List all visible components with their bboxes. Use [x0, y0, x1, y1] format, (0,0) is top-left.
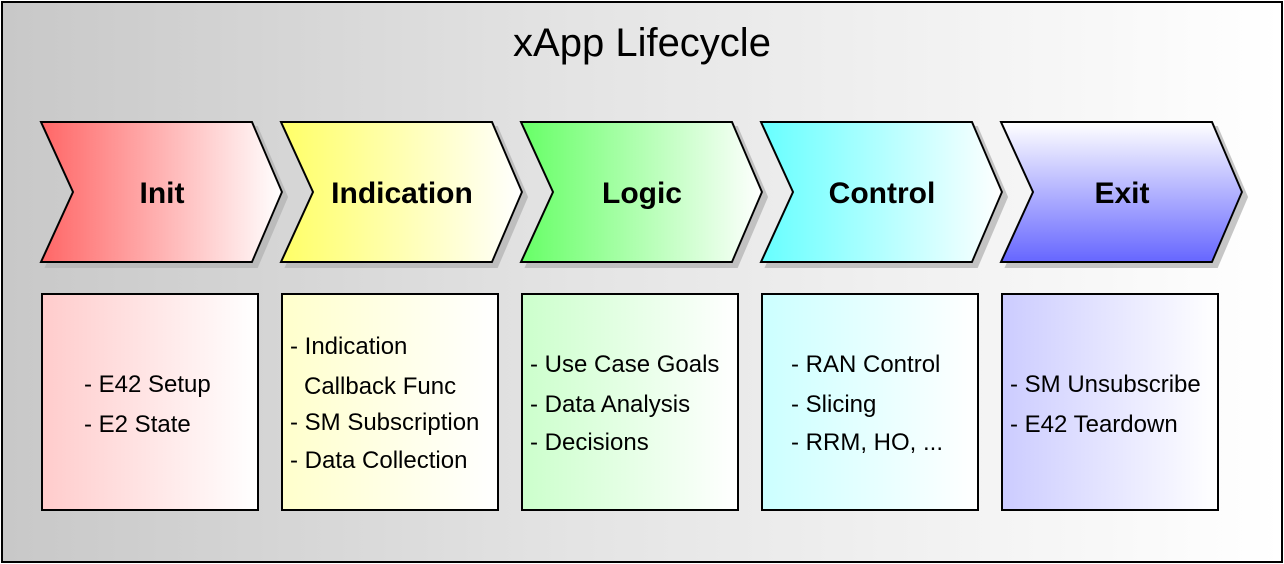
- logic-item: - Use Case Goals: [530, 351, 720, 378]
- control-item: - RAN Control: [791, 351, 941, 378]
- stage-arrow-control: Control: [759, 121, 1004, 263]
- stage-box-control: - RAN Control - Slicing - RRM, HO, ...: [761, 293, 979, 511]
- stage-label-exit: Exit: [1094, 177, 1149, 210]
- stage-box-indication: - Indication Callback Func - SM Subscrip…: [281, 293, 499, 511]
- indication-item: - Data Collection: [290, 447, 468, 474]
- exit-item: - SM Unsubscribe: [1010, 371, 1201, 398]
- init-item: - E2 State: [84, 411, 191, 438]
- control-item: - RRM, HO, ...: [791, 429, 943, 456]
- exit-item: - E42 Teardown: [1010, 411, 1178, 438]
- indication-item: - SM Subscription: [290, 409, 480, 436]
- stage-box-init: - E42 Setup - E2 State: [41, 293, 259, 511]
- stage-arrow-init: Init: [39, 121, 284, 263]
- stage-arrows: Init Indication Logic Control Exit: [39, 121, 1244, 263]
- stage-arrow-logic: Logic: [519, 121, 764, 263]
- stage-box-exit: - SM Unsubscribe - E42 Teardown: [1001, 293, 1219, 511]
- stage-box-logic: - Use Case Goals - Data Analysis - Decis…: [521, 293, 739, 511]
- indication-item: - Indication: [290, 333, 408, 360]
- stage-arrow-indication: Indication: [279, 121, 524, 263]
- stage-label-indication: Indication: [331, 177, 473, 210]
- logic-item: - Data Analysis: [530, 391, 691, 418]
- diagram-title: xApp Lifecycle: [513, 21, 771, 65]
- stage-label-logic: Logic: [602, 177, 682, 210]
- stage-label-init: Init: [140, 177, 185, 210]
- indication-item: Callback Func: [304, 373, 457, 400]
- control-item: - Slicing: [791, 391, 877, 418]
- logic-item: - Decisions: [530, 429, 649, 456]
- init-item: - E42 Setup: [84, 371, 211, 398]
- stage-arrow-exit: Exit: [999, 121, 1244, 263]
- stage-label-control: Control: [829, 177, 936, 210]
